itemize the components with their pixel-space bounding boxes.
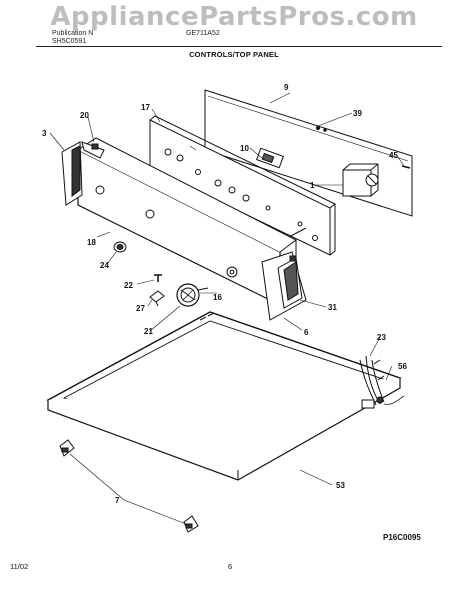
callout-6: 6 xyxy=(304,328,309,337)
screw-22 xyxy=(154,274,162,282)
callout-9: 9 xyxy=(284,83,289,92)
hinge-foot-left xyxy=(59,439,75,457)
hinge-foot-right xyxy=(183,515,199,533)
page-number: 6 xyxy=(228,562,233,571)
callout-17: 17 xyxy=(141,103,150,112)
callout-22: 22 xyxy=(124,281,133,290)
callout-23: 23 xyxy=(377,333,386,342)
publication-number: SH5C0591 xyxy=(52,38,87,45)
callout-45: 45 xyxy=(389,151,398,160)
control-switch xyxy=(256,147,284,169)
control-console-back xyxy=(149,115,336,256)
callout-31: 31 xyxy=(328,303,337,312)
clip xyxy=(149,290,165,307)
callout-3: 3 xyxy=(42,129,47,138)
timer xyxy=(342,163,379,197)
callout-21: 21 xyxy=(144,327,153,336)
callout-10: 10 xyxy=(240,144,249,153)
timer-knob xyxy=(176,283,209,307)
left-end-cap xyxy=(61,141,105,206)
model-number: GE711A52 xyxy=(186,30,220,37)
leader-lines xyxy=(49,92,405,525)
diagram-title: CONTROLS/TOP PANEL xyxy=(189,50,279,59)
watermark: AppliancePartsPros.com xyxy=(50,2,418,32)
push-button-knob xyxy=(113,241,127,253)
callout-53: 53 xyxy=(336,481,345,490)
callout-labels: 9 39 17 20 3 10 45 1 18 24 22 16 31 27 2… xyxy=(42,83,407,505)
callout-24: 24 xyxy=(100,261,109,270)
right-end-cap xyxy=(261,251,307,321)
drawing-code: P16C0095 xyxy=(383,533,421,542)
callout-16: 16 xyxy=(213,293,222,302)
callout-1: 1 xyxy=(310,181,315,190)
top-panel xyxy=(46,311,402,481)
callout-39: 39 xyxy=(353,109,362,118)
callout-56: 56 xyxy=(398,362,407,371)
header-rule xyxy=(36,46,442,47)
wire-harness xyxy=(359,355,405,409)
callout-18: 18 xyxy=(87,238,96,247)
screw xyxy=(401,165,411,169)
footer-date: 11/02 xyxy=(10,562,29,571)
publication-label: Publication N xyxy=(52,30,94,37)
callout-7: 7 xyxy=(115,496,120,505)
callout-27: 27 xyxy=(136,304,145,313)
callout-20: 20 xyxy=(80,111,89,120)
